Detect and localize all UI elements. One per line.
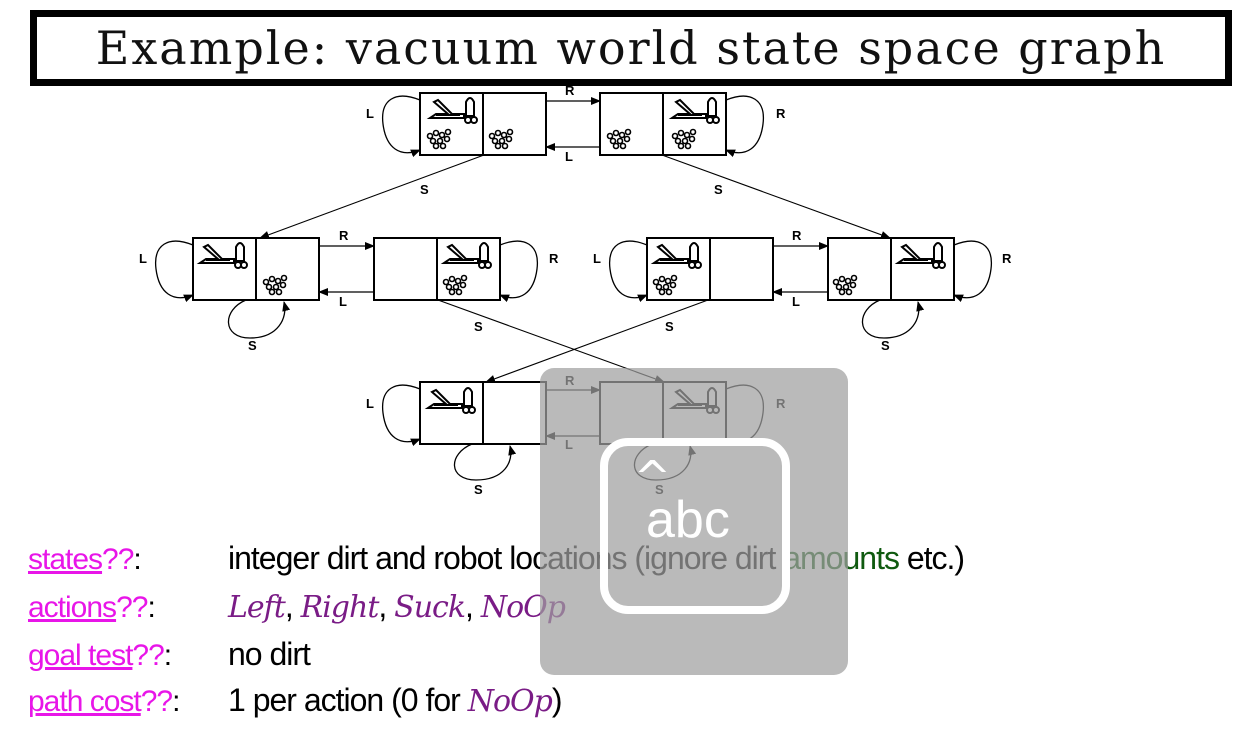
question-key[interactable]: states — [28, 543, 103, 576]
question-answer: Left, Right, Suck, NoOp — [228, 588, 566, 625]
transition-right-row1: R — [546, 83, 601, 105]
keyboard-abc-icon[interactable]: ^ abc — [600, 438, 790, 614]
state-7 — [419, 381, 547, 445]
transition-left-row1: L — [545, 143, 600, 164]
answer-text: no dirt — [228, 636, 311, 672]
edge-label-r: R — [565, 83, 575, 98]
state-6 — [827, 237, 955, 301]
action-name: Suck — [394, 590, 466, 625]
state-1 — [419, 92, 547, 156]
self-loop-s-state-3: S — [227, 299, 291, 353]
transition-right-row2b: R — [773, 228, 829, 250]
self-loop-l-state-5: L — [593, 240, 648, 303]
question-key[interactable]: path cost — [28, 685, 142, 718]
state-5 — [646, 237, 774, 301]
question-row-goal-test: goal test??: no dirt — [28, 636, 311, 676]
self-loop-s-state-7: S — [453, 443, 517, 497]
edge-label-s: S — [248, 338, 257, 353]
edge-label-l: L — [366, 396, 374, 411]
state-2 — [599, 92, 727, 156]
edge-label-l: L — [366, 106, 374, 121]
edge-label-s: S — [474, 319, 483, 334]
self-loop-r-state-2: R — [725, 95, 786, 158]
edge-label-s: S — [420, 182, 429, 197]
abc-label: abc — [646, 491, 730, 549]
question-colon: : — [133, 543, 141, 576]
answer-separator: , — [378, 588, 395, 624]
question-answer: 1 per action (0 for NoOp) — [228, 682, 563, 719]
transition-right-row2a: R — [319, 228, 375, 250]
edge-label-l: L — [593, 251, 601, 266]
edge-label-s: S — [714, 182, 723, 197]
question-marks: ?? — [132, 639, 164, 672]
question-key[interactable]: actions — [28, 591, 117, 624]
caret-up-icon: ^ — [634, 452, 671, 503]
answer-text: 1 per action (0 for — [228, 682, 468, 718]
self-loop-r-state-6: R — [953, 240, 1012, 303]
answer-text: ) — [551, 682, 563, 718]
edge-label-r: R — [549, 251, 559, 266]
question-answer: no dirt — [228, 636, 311, 673]
edge-label-r: R — [1002, 251, 1012, 266]
self-loop-l-state-3: L — [139, 240, 194, 303]
action-name: NoOp — [467, 684, 553, 719]
question-marks: ?? — [116, 591, 148, 624]
transition-suck-5-to-7: S — [485, 299, 709, 383]
answer-separator: , — [284, 588, 301, 624]
title-box: Example: vacuum world state space graph — [30, 10, 1232, 86]
question-colon: : — [172, 685, 180, 718]
edge-label-s: S — [474, 482, 483, 497]
question-colon: : — [147, 591, 155, 624]
text-input-overlay[interactable]: ^ abc — [540, 368, 848, 675]
self-loop-l-state-1: L — [366, 95, 421, 158]
edge-label-l: L — [565, 149, 573, 164]
self-loop-l-state-7: L — [366, 384, 421, 447]
state-4 — [373, 237, 501, 301]
self-loop-r-state-4: R — [499, 240, 559, 303]
transition-left-row2a: L — [318, 288, 374, 309]
edge-label-l: L — [792, 294, 800, 309]
answer-text: etc.) — [898, 540, 965, 576]
question-colon: : — [163, 639, 172, 672]
answer-separator: , — [465, 588, 481, 624]
edge-label-s: S — [665, 319, 674, 334]
transition-suck-1-to-3: S — [259, 154, 485, 239]
edge-label-s: S — [881, 338, 890, 353]
edge-label-l: L — [139, 251, 147, 266]
edge-label-l: L — [339, 294, 347, 309]
self-loop-s-state-6: S — [861, 299, 925, 353]
page-title: Example: vacuum world state space graph — [95, 21, 1167, 75]
question-key[interactable]: goal test — [28, 639, 133, 672]
edge-label-r: R — [339, 228, 349, 243]
question-row-path-cost: path cost??: 1 per action (0 for NoOp) — [28, 682, 563, 722]
question-marks: ?? — [140, 685, 173, 718]
edge-label-r: R — [792, 228, 802, 243]
state-3 — [192, 237, 320, 301]
transition-suck-2-to-6: S — [661, 154, 891, 239]
question-marks: ?? — [102, 543, 134, 576]
edge-label-r: R — [776, 106, 786, 121]
action-name: Left — [228, 590, 286, 625]
action-name: Right — [300, 590, 380, 625]
transition-left-row2b: L — [772, 288, 828, 309]
question-row-actions: actions??: Left, Right, Suck, NoOp — [28, 588, 566, 628]
